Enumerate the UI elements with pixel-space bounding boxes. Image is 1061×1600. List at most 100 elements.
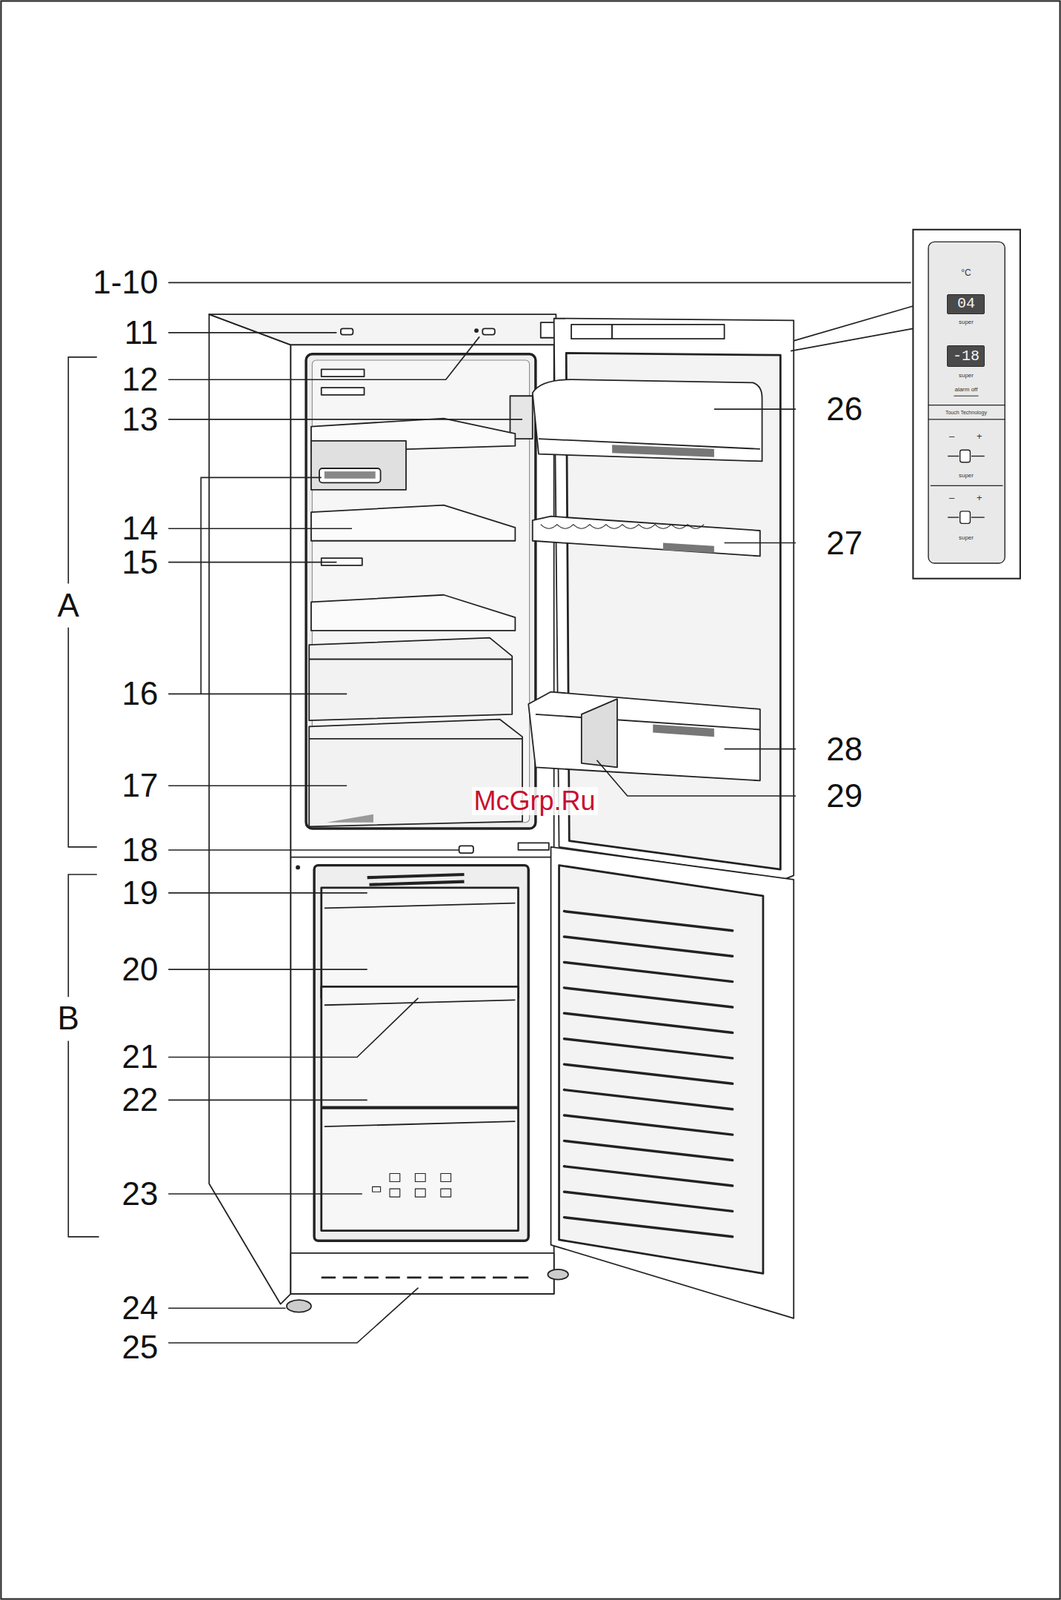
callout-number: 29 [826, 779, 863, 813]
control-panel-part [928, 404, 1005, 406]
cabinet-part [290, 344, 554, 1294]
leader-lines-part [68, 357, 98, 584]
cabinet-part [321, 1107, 519, 1230]
cabinet-part [474, 328, 478, 332]
freezer-door [551, 846, 795, 1319]
control-panel-part [953, 395, 979, 397]
display-digits: -18 [952, 348, 980, 364]
panel-text: + [976, 491, 983, 502]
control-panel-part [947, 455, 959, 457]
callout-number: 26 [826, 392, 863, 426]
cabinet-part [324, 471, 376, 479]
cabinet-part-part [372, 1186, 381, 1192]
cabinet-part [324, 903, 515, 909]
leader-lines-part [168, 336, 480, 380]
callout-number: 11 [124, 316, 159, 349]
freezer-door-part [551, 846, 795, 1319]
fridge-door-part [532, 379, 763, 461]
fridge-door-part [581, 698, 618, 767]
freezer-door-part-part [563, 1038, 733, 1059]
panel-text: + [976, 430, 983, 441]
fridge-door-part [612, 444, 715, 458]
display-window: 04 [946, 294, 985, 315]
leader-lines-part [168, 282, 911, 284]
leader-lines-part [68, 627, 98, 847]
fridge-door-part [528, 692, 761, 781]
cabinet-part [208, 314, 556, 345]
freezer-door-part-part [563, 936, 733, 956]
cabinet-part [482, 328, 495, 335]
cabinet-part [324, 1121, 515, 1127]
cabinet-part [459, 845, 474, 853]
cabinet-part [368, 881, 464, 885]
leader-lines-part [168, 784, 347, 787]
panel-text: super [958, 472, 974, 479]
freezer-door-part-part [563, 1140, 733, 1160]
leader-lines-part [168, 1098, 368, 1101]
leader-lines-part [168, 561, 337, 564]
callout-number: 16 [121, 677, 158, 710]
freezer-door-part-part [563, 987, 733, 1007]
watermark: McGrp.Ru [471, 786, 598, 816]
display-window: -18 [946, 345, 985, 367]
leader-lines-part [168, 892, 368, 894]
leader-lines-part [724, 542, 796, 544]
cabinet-part [367, 874, 465, 878]
cabinet-part [324, 999, 515, 1005]
leader-lines-part [168, 692, 347, 695]
cabinet-part-part [389, 1172, 401, 1182]
callout-number: 13 [121, 403, 158, 436]
leader-lines-part [597, 760, 797, 796]
panel-text: super [958, 534, 974, 541]
leader-lines-part [168, 1287, 418, 1343]
callout-number: 1-10 [92, 265, 158, 299]
cabinet-part [311, 505, 515, 541]
cabinet-part [509, 395, 532, 439]
panel-text: super [958, 319, 974, 326]
freezer-door-part-part [563, 1012, 733, 1033]
control-panel [912, 229, 1021, 579]
cabinet-part [290, 856, 554, 858]
cabinet-part [290, 1252, 554, 1294]
freezer-door-part-part [563, 1063, 733, 1084]
leader-lines-part [168, 527, 352, 530]
panel-text: °C [960, 268, 971, 278]
freezer-door-part-part [563, 1217, 733, 1237]
panel-text: – [949, 430, 955, 441]
freezer-door-part-part [563, 1115, 733, 1135]
leader-lines-part [168, 849, 459, 851]
cabinet-part [321, 1276, 531, 1279]
freezer-door-part-part [563, 1089, 733, 1110]
control-panel-part [930, 485, 1004, 487]
leader-lines-part [724, 748, 796, 750]
cabinet-part [314, 865, 529, 1242]
fridge-door-part [535, 714, 761, 730]
cabinet-part [296, 865, 300, 869]
leader-lines-part [168, 1192, 363, 1195]
cabinet-part [547, 1269, 569, 1280]
fridge-door-part [571, 324, 613, 339]
cabinet-part [321, 368, 365, 377]
control-panel-part [971, 455, 985, 457]
fridge-door-part [532, 516, 761, 557]
cabinet-part [372, 1172, 452, 1197]
leader-lines-part [714, 408, 796, 410]
leader-lines-part [168, 1306, 286, 1309]
callout-number: 27 [826, 526, 863, 560]
leader-lines-part [168, 418, 523, 421]
cabinet-part [308, 737, 523, 740]
leader-lines-part [168, 968, 368, 970]
leader-lines-part [68, 1040, 99, 1236]
callout-number: 21 [121, 1040, 158, 1073]
group-letter: A [57, 589, 80, 622]
group-letter: B [57, 1001, 80, 1035]
display-digits: 04 [957, 296, 976, 312]
fridge-door-part [652, 724, 715, 738]
callout-number: 14 [121, 511, 158, 545]
panel-text: super [958, 372, 974, 379]
cabinet-part [517, 842, 549, 850]
freezer-door-part-part [563, 1191, 733, 1211]
callout-number: 22 [121, 1083, 158, 1116]
